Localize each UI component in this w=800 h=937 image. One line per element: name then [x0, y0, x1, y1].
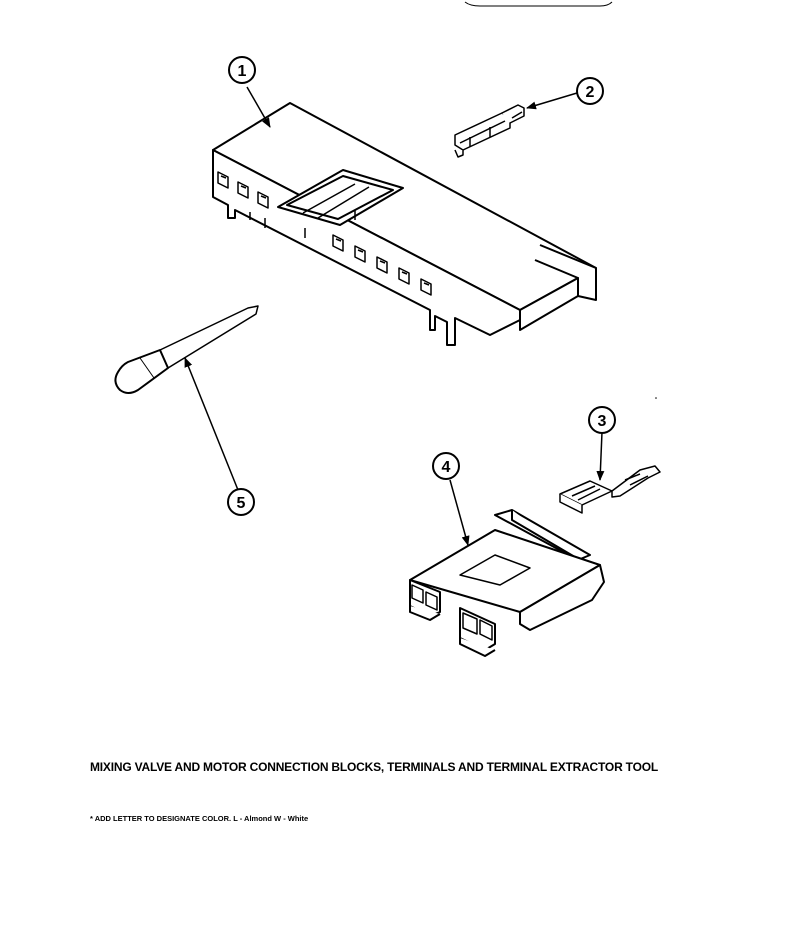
- callout-3-label: 3: [598, 413, 607, 430]
- terminal-part-3: [559, 465, 661, 514]
- callout-2: 2: [576, 77, 604, 105]
- callout-4-label: 4: [442, 459, 451, 476]
- color-note: * ADD LETTER TO DESIGNATE COLOR. L - Alm…: [90, 814, 309, 823]
- callout-2-label: 2: [586, 84, 595, 101]
- callout-3: 3: [588, 406, 616, 434]
- extractor-tool-part-5: [114, 305, 259, 394]
- callout-5-label: 5: [237, 495, 246, 512]
- connection-block-part: [212, 102, 597, 346]
- callout-1: 1: [228, 56, 256, 84]
- callout-4: 4: [432, 452, 460, 480]
- callout-1-label: 1: [238, 63, 247, 80]
- callout-5: 5: [227, 488, 255, 516]
- diagram-caption: MIXING VALVE AND MOTOR CONNECTION BLOCKS…: [90, 760, 658, 774]
- terminal-part-2: [454, 104, 525, 158]
- leader-lines: [184, 86, 605, 546]
- connector-block-part-4: [409, 509, 605, 657]
